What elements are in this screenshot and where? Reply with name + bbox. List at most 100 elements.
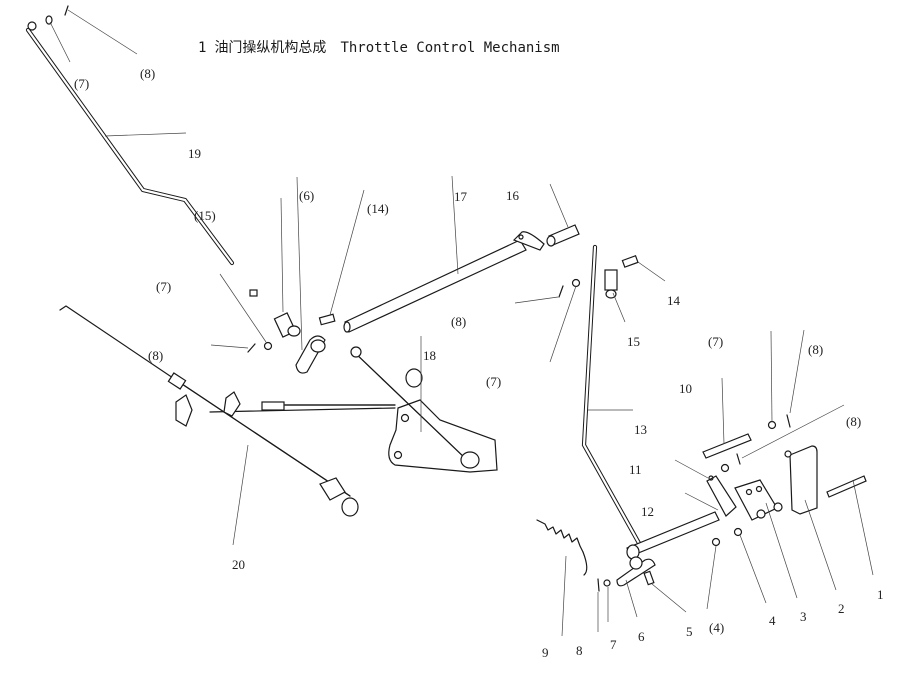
cotter-pin-top-left <box>64 5 69 16</box>
small-nut-left <box>249 289 258 297</box>
leader-line <box>637 261 666 282</box>
leader-line <box>219 273 267 343</box>
callout-label: (7) <box>486 374 502 389</box>
callout-label: 20 <box>232 557 245 572</box>
leader-line <box>49 21 71 63</box>
title-english: Throttle Control Mechanism <box>340 40 560 56</box>
part-6-lever <box>295 335 326 374</box>
cotter-pin-right <box>736 453 741 465</box>
leader-line <box>280 197 284 313</box>
leader-line <box>741 404 845 459</box>
callout-label: 3 <box>800 609 807 624</box>
washer-right-2 <box>767 420 777 430</box>
callout-label: 15 <box>627 334 640 349</box>
leader-line <box>721 377 725 445</box>
washer-top-left <box>45 15 53 25</box>
washer-left <box>263 341 273 351</box>
leader-line <box>770 330 773 423</box>
callout-label: (8) <box>846 414 862 429</box>
washer-mid <box>571 278 581 288</box>
pin-part-14-left <box>318 313 336 326</box>
leader-line <box>674 459 709 479</box>
pin-part-14-right <box>621 255 639 268</box>
callout-label: 8 <box>576 643 583 658</box>
clevis-part-15-left <box>273 312 301 338</box>
leader-line <box>651 583 687 613</box>
callout-label: 1 <box>877 587 884 602</box>
cotter-pin-right-2 <box>786 414 791 428</box>
title-chinese: 油门操纵机构总成 <box>214 40 327 56</box>
leader-line <box>549 183 569 228</box>
callout-label: (8) <box>148 348 164 363</box>
leader-line <box>549 285 577 363</box>
leader-line <box>706 545 717 610</box>
part-10-pin <box>702 433 752 459</box>
callout-label: 5 <box>686 624 693 639</box>
washer-right <box>720 463 730 473</box>
callout-label: 7 <box>610 637 617 652</box>
part-9-spring <box>536 519 588 576</box>
callout-label: 12 <box>641 504 654 519</box>
leader-line <box>852 479 874 576</box>
part-2-pedal <box>784 445 818 515</box>
leader-line <box>625 579 638 618</box>
leader-line <box>67 9 138 55</box>
part-19-rod <box>25 21 235 266</box>
part-1-pin <box>826 475 867 498</box>
part-17-shaft <box>343 231 545 333</box>
part-12-cross-shaft <box>626 475 737 560</box>
nut-part-4-b <box>711 537 721 547</box>
part-5-sleeve <box>643 570 655 586</box>
leader-line <box>514 296 559 304</box>
callout-label: (14) <box>367 201 389 216</box>
leader-line <box>561 555 567 637</box>
part-16-sleeve <box>546 224 580 247</box>
leader-line <box>296 176 303 351</box>
leader-line <box>789 329 805 414</box>
cotter-pin-mid <box>558 285 564 298</box>
part-3-plate <box>734 479 783 521</box>
callout-label: (7) <box>74 76 90 91</box>
diagram-title: 1 油门操纵机构总成 Throttle Control Mechanism <box>198 37 560 57</box>
callout-label: (15) <box>194 208 216 223</box>
callout-label: (8) <box>808 342 824 357</box>
callout-label: 14 <box>667 293 680 308</box>
nut-part-4 <box>733 527 743 537</box>
callout-label: (6) <box>299 188 315 203</box>
callout-label: 19 <box>188 146 201 161</box>
leader-line <box>804 499 837 591</box>
cotter-pin-part-8 <box>597 578 600 592</box>
leader-line <box>612 292 626 323</box>
callout-label: 6 <box>638 629 645 644</box>
callout-label: 2 <box>838 601 845 616</box>
callout-label: (8) <box>451 314 467 329</box>
callout-label: 16 <box>506 188 519 203</box>
callout-label: 9 <box>542 645 549 660</box>
leader-line <box>684 492 719 511</box>
leader-line <box>210 344 249 349</box>
part-20-cable <box>59 305 396 517</box>
leader-line <box>329 189 365 316</box>
part-18-bracket <box>350 346 498 473</box>
callout-label: 13 <box>634 422 647 437</box>
callout-label: 4 <box>769 613 776 628</box>
title-number: 1 <box>198 40 207 56</box>
callout-label: 18 <box>423 348 436 363</box>
callout-label: (7) <box>708 334 724 349</box>
leader-line <box>739 534 767 604</box>
leader-line <box>451 175 459 275</box>
part-13-rod <box>581 244 643 548</box>
leader-line <box>232 444 249 546</box>
callout-label: (8) <box>140 66 156 81</box>
leader-line <box>104 132 187 137</box>
callout-label: 11 <box>629 462 642 477</box>
clevis-part-15-right <box>604 269 618 299</box>
part-6-lever-right <box>616 556 656 587</box>
washer-part-7 <box>603 579 611 587</box>
cotter-pin-left <box>247 343 256 353</box>
callout-label: 17 <box>454 189 467 204</box>
callout-label: (4) <box>709 620 725 635</box>
callout-label: (7) <box>156 279 172 294</box>
callout-label: 10 <box>679 381 692 396</box>
